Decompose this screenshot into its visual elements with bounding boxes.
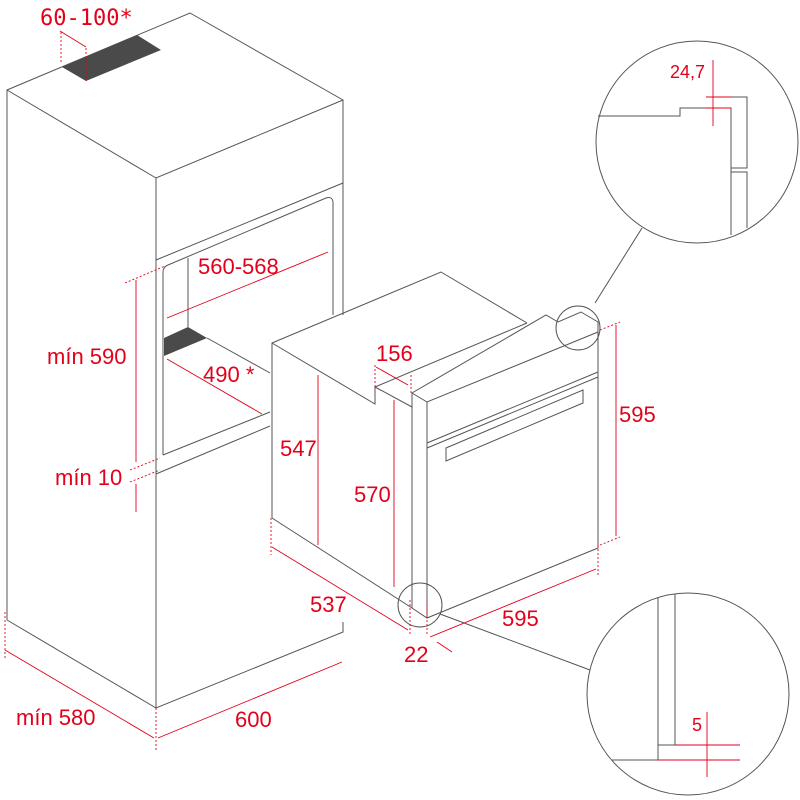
niche-vent — [164, 327, 207, 356]
oven-body-height-label: 547 — [280, 436, 317, 461]
oven-handle — [445, 389, 584, 462]
min-bottom-label: mín 10 — [55, 465, 122, 490]
cabinet — [6, 12, 344, 709]
vent-gap-label: 60-100* — [40, 6, 133, 31]
oven-step-label: 156 — [376, 341, 413, 366]
dimension-lines — [4, 30, 621, 750]
detail-top: 24,7 — [555, 40, 799, 351]
cabinet-depth-label: mín 580 — [16, 705, 96, 730]
front-thickness-label: 22 — [404, 642, 428, 667]
oven-front-height-label: 570 — [354, 482, 391, 507]
niche-depth-label: 490 * — [203, 362, 255, 387]
detail-bottom: 5 — [397, 582, 790, 796]
top-vent — [62, 35, 161, 81]
detail-top-label: 24,7 — [670, 62, 705, 82]
niche-width-label: 560-568 — [198, 254, 279, 279]
detail-bottom-label: 5 — [692, 715, 702, 735]
oven-depth-label: 537 — [310, 592, 347, 617]
oven-height-label: 595 — [619, 402, 656, 427]
cabinet-width-label: 600 — [235, 707, 272, 732]
niche-height-label: mín 590 — [47, 344, 127, 369]
oven — [271, 271, 599, 619]
oven-width-label: 595 — [502, 606, 539, 631]
